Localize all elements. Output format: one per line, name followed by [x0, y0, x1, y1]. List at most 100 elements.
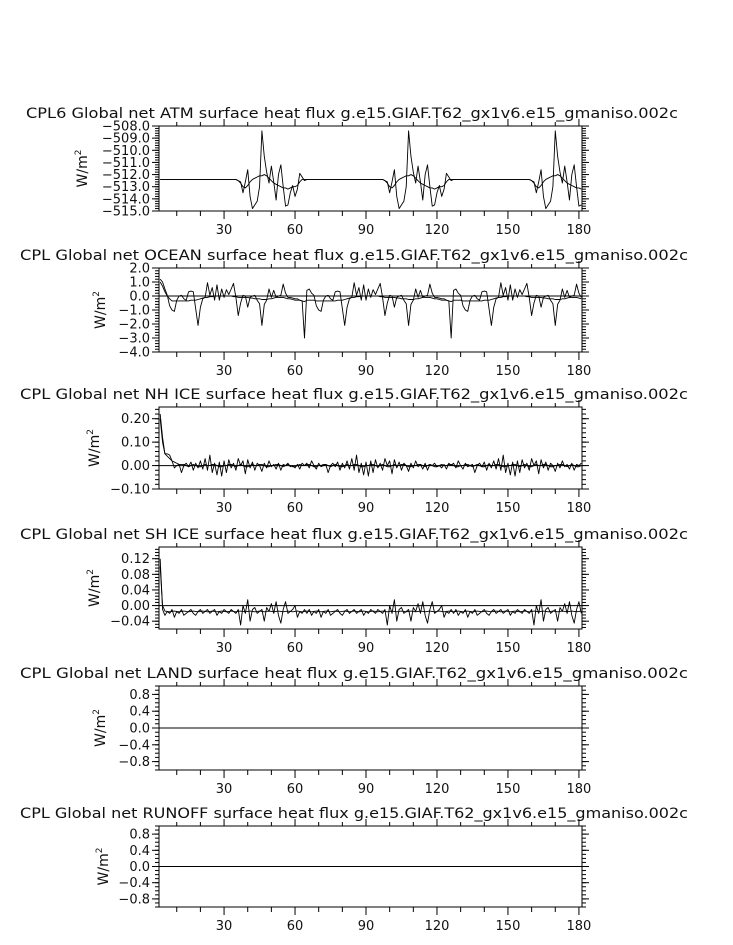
series-line-running-mean [160, 174, 582, 190]
x-tick-label: 90 [358, 782, 375, 797]
panel-5: CPL Global net LAND surface heat flux g.… [20, 666, 688, 797]
x-tick-label: 90 [358, 641, 375, 656]
y-tick-label: 0.4 [129, 844, 150, 859]
y-tick-label: −509.0 [102, 132, 150, 147]
y-axis-label: W/m2 [92, 709, 109, 747]
x-tick-label: 90 [358, 223, 375, 238]
x-tick-label: 150 [496, 782, 521, 797]
y-tick-label: −0.4 [118, 738, 150, 753]
y-axis-label-base: W/m [93, 715, 109, 747]
x-tick-label: 180 [567, 223, 592, 238]
x-tick-label: 180 [567, 501, 592, 516]
x-tick-label: 180 [567, 919, 592, 934]
y-tick-label: 0.04 [121, 583, 150, 598]
x-tick-label: 150 [496, 641, 521, 656]
y-tick-label: −0.04 [110, 615, 150, 630]
y-axis-label: W/m2 [92, 291, 109, 329]
x-tick-label: 150 [496, 501, 521, 516]
y-axis-label-base: W/m [93, 297, 109, 329]
y-axis-label-superscript: 2 [92, 291, 102, 297]
plot-frame [158, 406, 583, 490]
x-tick-label: 30 [216, 223, 233, 238]
y-tick-label: 0.0 [129, 722, 150, 737]
y-tick-label: −511.0 [102, 156, 150, 171]
y-axis-label-superscript: 2 [95, 848, 105, 854]
x-tick-label: 60 [287, 919, 304, 934]
x-tick-label: 60 [287, 223, 304, 238]
y-tick-label: −0.8 [118, 892, 150, 907]
x-tick-label: 90 [358, 919, 375, 934]
x-tick-label: 120 [425, 501, 450, 516]
series-line-monthly [160, 130, 582, 210]
y-tick-label: 0.8 [129, 828, 150, 843]
panel-1: CPL6 Global net ATM surface heat flux g.… [26, 106, 678, 238]
y-tick-label: −510.0 [102, 144, 150, 159]
panel-6: CPL Global net RUNOFF surface heat flux … [20, 806, 688, 934]
y-tick-label: −4.0 [118, 346, 150, 361]
x-tick-label: 60 [287, 782, 304, 797]
series-line-running-mean [159, 566, 582, 613]
y-axis-label-superscript: 2 [86, 429, 96, 435]
series-line-monthly [159, 413, 582, 477]
x-tick-label: 30 [216, 364, 233, 379]
y-tick-label: −512.0 [102, 168, 150, 183]
y-tick-label: −515.0 [102, 205, 150, 220]
y-tick-label: −1.0 [118, 304, 150, 319]
y-axis-label-superscript: 2 [92, 709, 102, 715]
x-tick-label: 150 [496, 223, 521, 238]
plot-frame [158, 546, 583, 630]
y-tick-label: 0.00 [121, 599, 150, 614]
y-tick-label: −2.0 [118, 318, 150, 333]
y-tick-label: 0.08 [121, 568, 150, 583]
panel-title: CPL Global net NH ICE surface heat flux … [20, 387, 688, 403]
panel-3: CPL Global net NH ICE surface heat flux … [20, 387, 688, 516]
x-tick-label: 120 [425, 364, 450, 379]
y-axis-label-superscript: 2 [74, 150, 84, 156]
y-tick-label: 0.8 [129, 688, 150, 703]
y-axis-label-base: W/m [87, 435, 103, 467]
y-tick-label: 0.0 [129, 290, 150, 305]
x-tick-label: 30 [216, 782, 233, 797]
panel-4: CPL Global net SH ICE surface heat flux … [20, 527, 688, 656]
x-tick-label: 150 [496, 919, 521, 934]
x-tick-label: 180 [567, 782, 592, 797]
panel-title: CPL Global net OCEAN surface heat flux g… [20, 248, 688, 264]
series-line-monthly [159, 558, 582, 626]
plot-frame [158, 125, 583, 212]
x-tick-label: 120 [425, 782, 450, 797]
y-axis-label: W/m2 [74, 150, 91, 188]
panel-title: CPL Global net LAND surface heat flux g.… [20, 666, 688, 682]
x-tick-label: 150 [496, 364, 521, 379]
y-tick-label: −3.0 [118, 332, 150, 347]
y-axis-label: W/m2 [86, 569, 103, 607]
y-axis-label-base: W/m [75, 155, 91, 187]
y-axis-label-base: W/m [87, 575, 103, 607]
panel-title: CPL6 Global net ATM surface heat flux g.… [26, 106, 678, 122]
y-tick-label: −508.0 [102, 120, 150, 135]
x-tick-label: 60 [287, 364, 304, 379]
x-tick-label: 90 [358, 501, 375, 516]
x-tick-label: 180 [567, 364, 592, 379]
y-tick-label: −513.0 [102, 180, 150, 195]
y-tick-label: 2.0 [129, 262, 150, 277]
y-axis-label: W/m2 [95, 848, 112, 886]
y-tick-label: −514.0 [102, 192, 150, 207]
y-tick-label: −0.4 [118, 876, 150, 891]
y-axis-label: W/m2 [86, 429, 103, 467]
series-line-running-mean [159, 418, 582, 468]
y-tick-label: 0.4 [129, 705, 150, 720]
x-tick-label: 30 [216, 501, 233, 516]
x-tick-label: 90 [358, 364, 375, 379]
x-tick-label: 120 [425, 641, 450, 656]
plot-frame [158, 267, 583, 353]
series-line-running-mean [159, 281, 582, 303]
y-tick-label: 0.12 [121, 552, 150, 567]
panel-title: CPL Global net RUNOFF surface heat flux … [20, 806, 688, 822]
x-tick-label: 60 [287, 501, 304, 516]
y-axis-label-base: W/m [96, 853, 112, 885]
series-line-monthly [159, 278, 582, 339]
x-tick-label: 30 [216, 919, 233, 934]
x-tick-label: 30 [216, 641, 233, 656]
panel-2: CPL Global net OCEAN surface heat flux g… [20, 248, 688, 379]
